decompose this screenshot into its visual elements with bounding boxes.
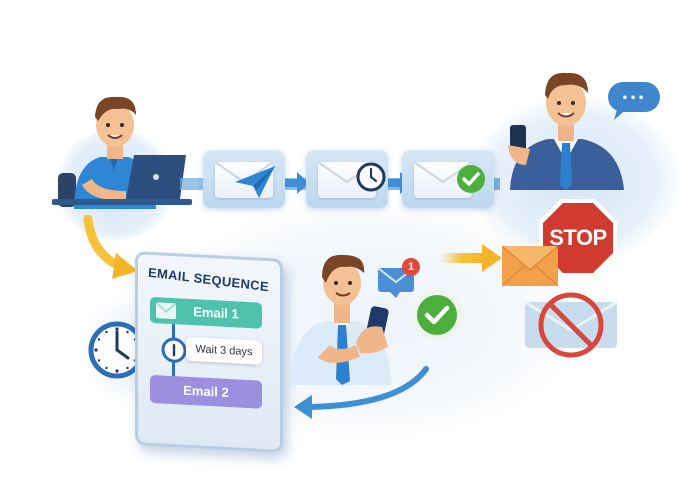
read-confirmation	[410, 290, 464, 340]
flow-step-waiting	[306, 150, 388, 208]
timer-icon	[161, 337, 187, 363]
notification-envelope: 1	[377, 258, 420, 298]
check-circle-icon	[457, 165, 485, 193]
check-circle-icon	[417, 295, 457, 335]
stop-sign-text: STOP	[549, 225, 607, 250]
paper-plane-icon	[235, 166, 275, 198]
clock-icon	[356, 162, 386, 192]
arrow-right-yellow-icon	[440, 244, 502, 272]
sequence-title: EMAIL SEQUENCE	[147, 264, 270, 295]
stop-sign: STOP	[537, 197, 619, 279]
orange-envelope-icon	[502, 246, 558, 286]
sequence-item-label: Email 1	[193, 304, 239, 322]
sequence-item-email-1[interactable]: Email 1	[150, 296, 262, 329]
curved-arrow-left-icon	[294, 366, 429, 419]
notification-count: 1	[407, 261, 415, 273]
stop-sign-icon	[539, 199, 617, 277]
businessman-with-phone-icon	[508, 72, 624, 190]
envelope-icon	[414, 162, 472, 198]
man-reading-phone-icon	[290, 254, 392, 385]
speech-bubble: ...	[608, 79, 660, 120]
typing-dots: ...	[621, 79, 647, 104]
recipient-businessman	[500, 65, 640, 190]
email-sequence-panel: EMAIL SEQUENCE Email 1 Wait 3 days Email…	[135, 251, 283, 453]
sequence-item-email-2[interactable]: Email 2	[150, 374, 262, 409]
sequence-item-wait[interactable]: Wait 3 days	[186, 336, 262, 365]
flow-step-delivered	[402, 150, 494, 208]
person-at-laptop-icon	[52, 96, 192, 209]
envelope-icon	[156, 302, 176, 320]
notification-badge: 1	[402, 258, 420, 276]
blocked-email	[523, 290, 619, 360]
reader-illustration	[290, 245, 410, 385]
curved-arrow-down-icon	[83, 215, 138, 279]
arrow-right-icon	[285, 172, 309, 194]
no-email-icon	[524, 292, 618, 358]
flow-step-sent	[203, 150, 285, 208]
sender-illustration	[52, 85, 192, 215]
